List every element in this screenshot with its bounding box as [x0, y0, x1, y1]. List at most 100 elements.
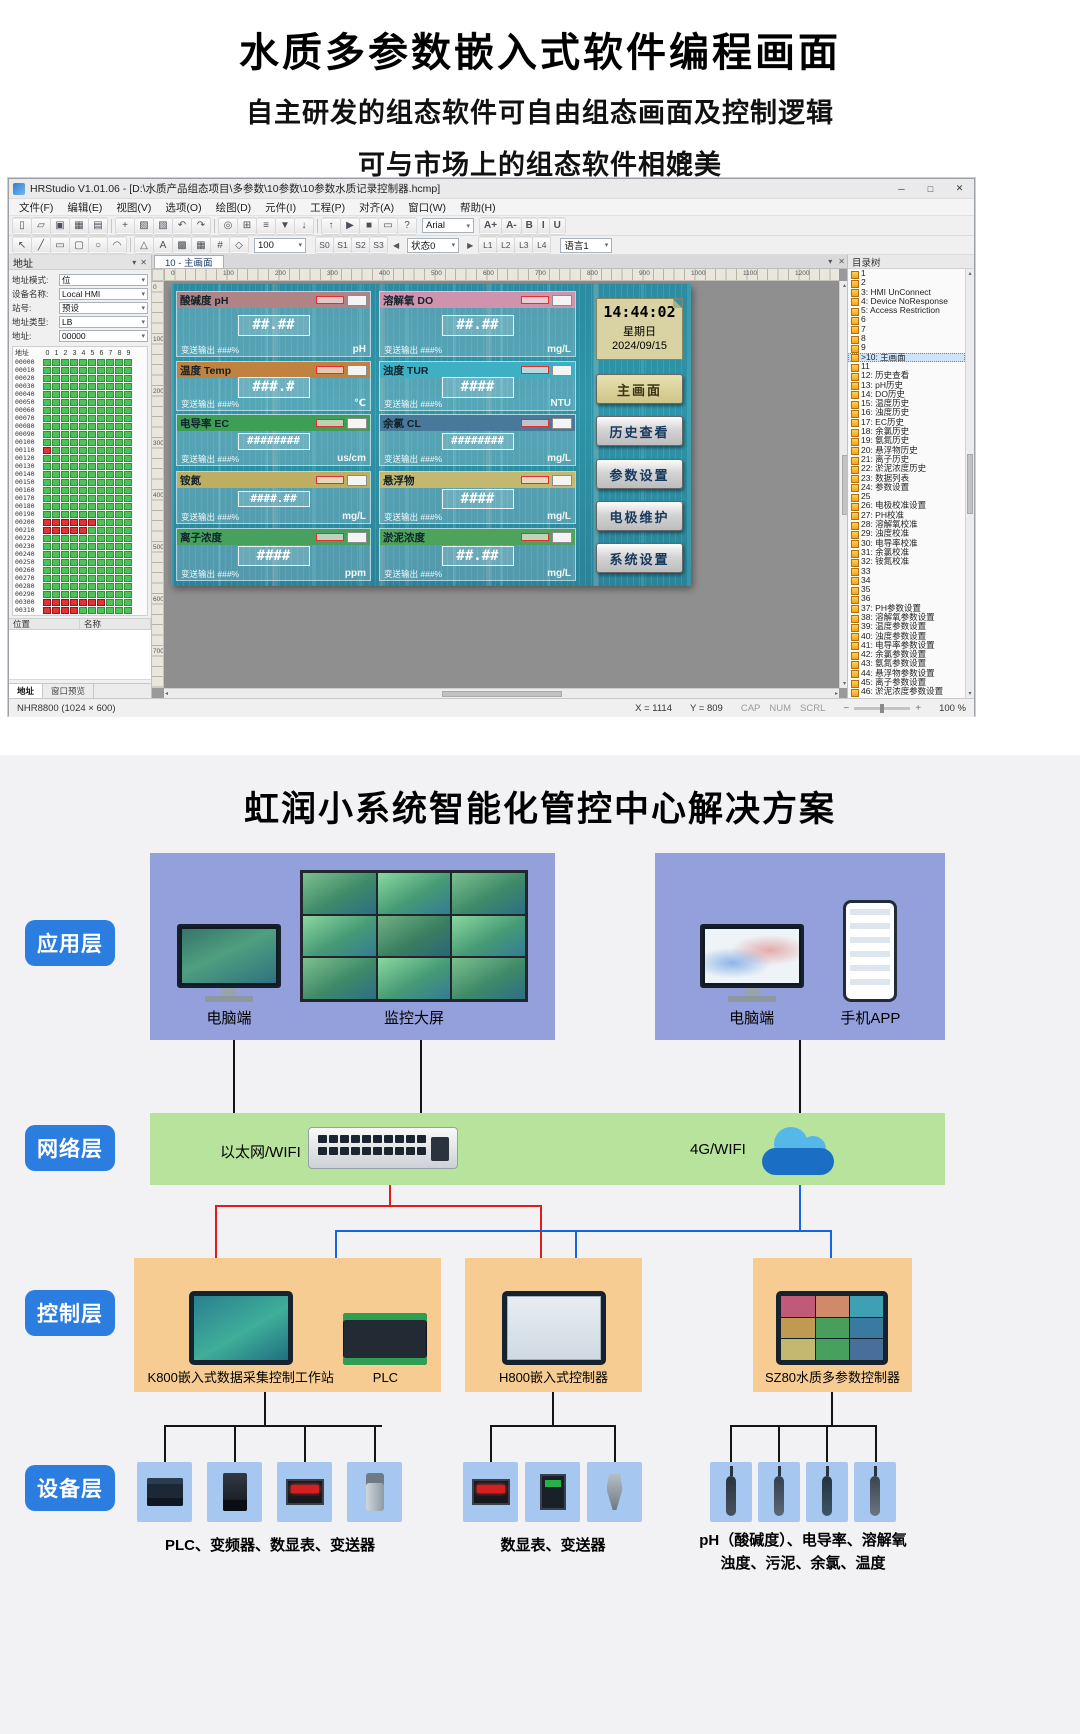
- address-cell[interactable]: [124, 446, 132, 454]
- address-cell[interactable]: [124, 510, 132, 518]
- address-cell[interactable]: [61, 374, 69, 382]
- menu-item[interactable]: 工程(P): [310, 201, 346, 214]
- address-cell[interactable]: [97, 462, 105, 470]
- address-cell[interactable]: [43, 582, 51, 590]
- address-cell[interactable]: [52, 598, 60, 606]
- hmi-nav-button[interactable]: 历史查看: [596, 416, 683, 446]
- address-cell[interactable]: [70, 486, 78, 494]
- address-cell[interactable]: [70, 406, 78, 414]
- address-cell[interactable]: [97, 446, 105, 454]
- address-cell[interactable]: [97, 430, 105, 438]
- address-cell[interactable]: [43, 494, 51, 502]
- address-cell[interactable]: [97, 414, 105, 422]
- address-cell[interactable]: [106, 558, 114, 566]
- address-cell[interactable]: [43, 390, 51, 398]
- address-cell[interactable]: [124, 398, 132, 406]
- address-cell[interactable]: [115, 542, 123, 550]
- address-cell[interactable]: [52, 414, 60, 422]
- hmi-param-panel[interactable]: 溶解氧 DO##.##变送输出 ###%mg/L: [379, 291, 576, 357]
- hmi-param-panel[interactable]: 铵氮####.##变送输出 ###%mg/L: [176, 471, 371, 524]
- address-cell[interactable]: [124, 502, 132, 510]
- address-cell[interactable]: [88, 382, 96, 390]
- tree-item[interactable]: 5: Access Restriction: [848, 305, 965, 317]
- tab-close-icon[interactable]: ✕: [838, 257, 845, 266]
- address-cell[interactable]: [43, 462, 51, 470]
- address-cell[interactable]: [88, 494, 96, 502]
- address-cell[interactable]: [52, 374, 60, 382]
- address-cell[interactable]: [124, 470, 132, 478]
- address-cell[interactable]: [124, 494, 132, 502]
- address-cell[interactable]: [124, 550, 132, 558]
- address-cell[interactable]: [61, 518, 69, 526]
- tree-item[interactable]: 33: [848, 566, 965, 577]
- address-cell[interactable]: [115, 550, 123, 558]
- address-cell[interactable]: [70, 478, 78, 486]
- address-cell[interactable]: [79, 374, 87, 382]
- address-cell[interactable]: [88, 518, 96, 526]
- address-cell[interactable]: [61, 486, 69, 494]
- stop-icon[interactable]: ■: [360, 217, 378, 234]
- clock-display[interactable]: 14:44:02 星期日 2024/09/15: [596, 298, 683, 360]
- address-cell[interactable]: [124, 358, 132, 366]
- address-cell[interactable]: [97, 534, 105, 542]
- find-icon[interactable]: ◎: [219, 217, 237, 234]
- address-cell[interactable]: [97, 582, 105, 590]
- address-cell[interactable]: [88, 606, 96, 614]
- address-cell[interactable]: [70, 510, 78, 518]
- scroll-right-icon[interactable]: ▸: [834, 691, 838, 697]
- address-cell[interactable]: [61, 406, 69, 414]
- address-cell[interactable]: [88, 470, 96, 478]
- tree-item[interactable]: 35: [848, 584, 965, 596]
- tree-item[interactable]: 18: 余氯历史: [848, 426, 965, 437]
- address-cell[interactable]: [70, 542, 78, 550]
- scroll-thumb[interactable]: [967, 453, 973, 514]
- address-cell[interactable]: [124, 382, 132, 390]
- address-cell[interactable]: [52, 366, 60, 374]
- address-cell[interactable]: [79, 550, 87, 558]
- address-cell[interactable]: [97, 454, 105, 462]
- format-button[interactable]: A+: [480, 217, 502, 234]
- undo-icon[interactable]: ↶: [173, 217, 191, 234]
- window-titlebar[interactable]: HRStudio V1.01.06 - [D:\水质产品组态项目\多参数\10参…: [9, 179, 974, 199]
- address-cell[interactable]: [115, 566, 123, 574]
- diamond-tool-icon[interactable]: ◇: [230, 237, 248, 253]
- address-cell[interactable]: [106, 382, 114, 390]
- address-cell[interactable]: [79, 390, 87, 398]
- zoom-knob[interactable]: [880, 703, 885, 713]
- address-cell[interactable]: [115, 590, 123, 598]
- font-select[interactable]: Arial▾: [422, 218, 474, 233]
- address-cell[interactable]: [97, 358, 105, 366]
- tree-item[interactable]: 11: [848, 361, 965, 372]
- address-cell[interactable]: [70, 502, 78, 510]
- address-cell[interactable]: [115, 478, 123, 486]
- address-cell[interactable]: [61, 598, 69, 606]
- address-cell[interactable]: [106, 534, 114, 542]
- tree-item[interactable]: 46: 淤泥浓度参数设置: [848, 687, 965, 698]
- address-cell[interactable]: [97, 558, 105, 566]
- tree-item[interactable]: 38: 溶解氧参数设置: [848, 612, 965, 623]
- panel-tab[interactable]: 地址: [9, 684, 44, 698]
- text-tool-icon[interactable]: A: [154, 237, 172, 253]
- address-cell[interactable]: [88, 358, 96, 366]
- address-cell[interactable]: [115, 518, 123, 526]
- address-cell[interactable]: [115, 534, 123, 542]
- tree-item[interactable]: 37: PH参数设置: [848, 603, 965, 614]
- address-cell[interactable]: [106, 478, 114, 486]
- address-cell[interactable]: [61, 558, 69, 566]
- address-cell[interactable]: [70, 494, 78, 502]
- address-cell[interactable]: [115, 358, 123, 366]
- scroll-up-icon[interactable]: ▴: [842, 283, 846, 289]
- image-tool-icon[interactable]: ▩: [173, 237, 191, 253]
- address-cell[interactable]: [106, 542, 114, 550]
- address-cell[interactable]: [70, 422, 78, 430]
- address-cell[interactable]: [106, 590, 114, 598]
- tree-item[interactable]: 17: EC历史: [848, 417, 965, 428]
- address-cell[interactable]: [70, 398, 78, 406]
- layer-button[interactable]: L4: [533, 237, 551, 253]
- address-cell[interactable]: [52, 390, 60, 398]
- address-cell[interactable]: [52, 590, 60, 598]
- zoom-in-icon[interactable]: +: [915, 702, 922, 714]
- address-cell[interactable]: [106, 510, 114, 518]
- address-cell[interactable]: [115, 414, 123, 422]
- address-cell[interactable]: [115, 510, 123, 518]
